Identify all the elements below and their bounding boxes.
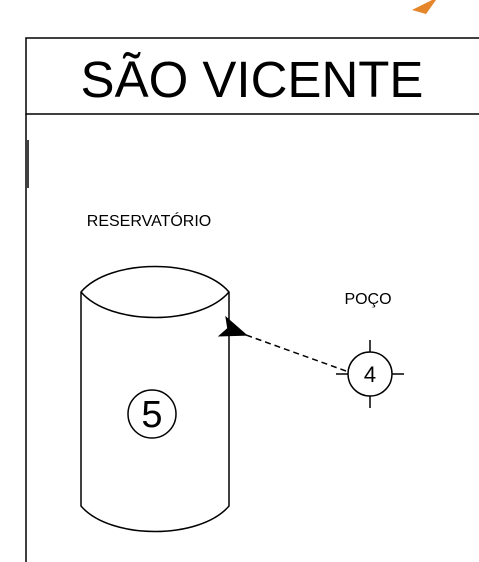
flow-arrow bbox=[217, 315, 347, 372]
well-symbol bbox=[336, 340, 404, 408]
reservoir-number: 5 bbox=[141, 394, 162, 436]
reservoir-top-curve bbox=[80, 291, 230, 319]
reservoir-symbol bbox=[80, 265, 230, 533]
orange-accent-mark bbox=[412, 0, 436, 14]
well-number: 4 bbox=[364, 362, 376, 387]
page-title: SÃO VICENTE bbox=[81, 51, 424, 108]
reservoir-label: RESERVATÓRIO bbox=[87, 211, 211, 230]
reservoir-number-circle bbox=[127, 389, 177, 439]
well-label: POÇO bbox=[344, 291, 391, 308]
reservoir-body bbox=[80, 265, 230, 533]
title-box bbox=[25, 37, 479, 115]
